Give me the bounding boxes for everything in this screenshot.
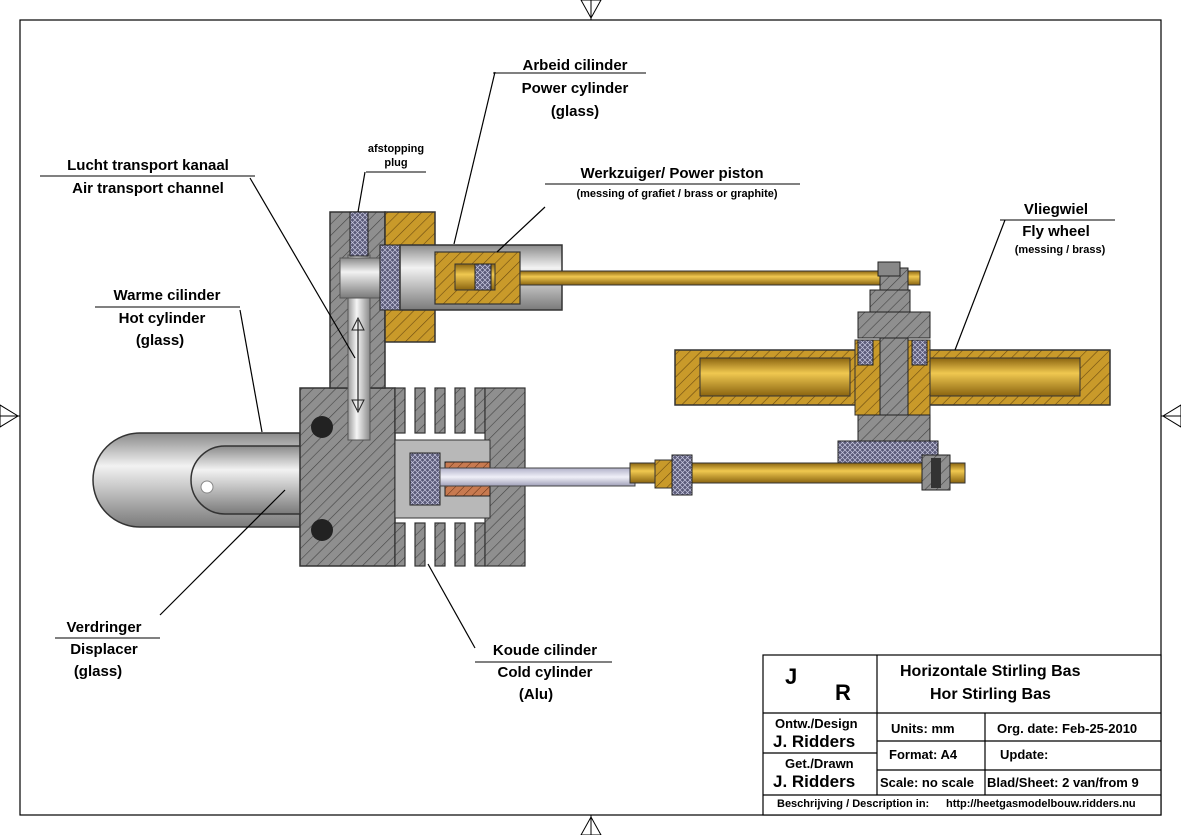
label-cold-cylinder: Koude cilinder Cold cylinder (Alu) <box>475 642 612 703</box>
title-block-frame <box>762 654 1162 816</box>
cold-cylinder-nl: Koude cilinder <box>493 642 597 659</box>
hot-cylinder-material: (glass) <box>136 332 184 349</box>
power-cylinder-material: (glass) <box>551 103 599 120</box>
label-power-cylinder: Arbeid cilinder Power cylinder (glass) <box>493 57 646 120</box>
sheet: Blad/Sheet: 2 van/from 9 <box>987 775 1139 790</box>
power-piston-title: Werkzuiger/ Power piston <box>580 165 763 182</box>
displacer-nl: Verdringer <box>66 619 141 636</box>
label-plug: afstopping plug <box>366 143 426 173</box>
displacer-material: (glass) <box>74 663 122 680</box>
hot-cylinder-en: Hot cylinder <box>119 310 206 327</box>
cold-cylinder-material: (Alu) <box>519 686 553 703</box>
power-piston-material: (messing of grafiet / brass or graphite) <box>576 188 777 200</box>
leader-lines <box>159 71 1006 649</box>
flywheel-material: (messing / brass) <box>1015 244 1106 256</box>
air-channel-en: Air transport channel <box>72 180 224 197</box>
connecting-rod <box>519 270 921 286</box>
label-air-channel: Lucht transport kanaal Air transport cha… <box>40 157 255 197</box>
title-en: Hor Stirling Bas <box>930 686 1051 703</box>
description-url[interactable]: http://heetgasmodelbouw.ridders.nu <box>946 798 1136 810</box>
plug-nl: afstopping <box>368 143 424 155</box>
hot-cylinder-nl: Warme cilinder <box>114 287 221 304</box>
air-channel-nl: Lucht transport kanaal <box>67 157 229 174</box>
label-power-piston: Werkzuiger/ Power piston (messing of gra… <box>545 165 800 200</box>
air-channel-block <box>329 211 386 441</box>
label-hot-cylinder: Warme cilinder Hot cylinder (glass) <box>95 287 240 349</box>
title-nl: Horizontale Stirling Bas <box>900 663 1081 680</box>
label-flywheel: Vliegwiel Fly wheel (messing / brass) <box>1000 201 1115 256</box>
initials-r: R <box>835 680 851 705</box>
displacer-crank-rod <box>629 454 966 496</box>
drawn-name: J. Ridders <box>773 772 856 791</box>
label-displacer: Verdringer Displacer (glass) <box>55 619 160 680</box>
air-channel-passage <box>339 257 386 299</box>
power-piston <box>434 251 521 305</box>
units: Units: mm <box>891 721 955 736</box>
description-label: Beschrijving / Description in: <box>777 798 930 810</box>
design-name: J. Ridders <box>773 732 856 751</box>
flywheel-nl: Vliegwiel <box>1024 201 1088 218</box>
power-cylinder-en: Power cylinder <box>522 80 629 97</box>
format: Format: A4 <box>889 747 958 762</box>
flywheel <box>674 261 1111 469</box>
initials-j: J <box>785 664 798 689</box>
flywheel-en: Fly wheel <box>1022 223 1090 240</box>
drawn-label: Get./Drawn <box>785 756 854 771</box>
plug-en: plug <box>384 157 407 169</box>
design-label: Ontw./Design <box>775 716 858 731</box>
displacer-en: Displacer <box>70 641 138 658</box>
scale: Scale: no scale <box>880 775 974 790</box>
displacer-rod <box>439 467 636 487</box>
cold-cylinder-en: Cold cylinder <box>497 664 592 681</box>
org-date: Org. date: Feb-25-2010 <box>997 721 1138 736</box>
power-cylinder-nl: Arbeid cilinder <box>522 57 627 74</box>
update: Update: <box>1000 747 1049 762</box>
